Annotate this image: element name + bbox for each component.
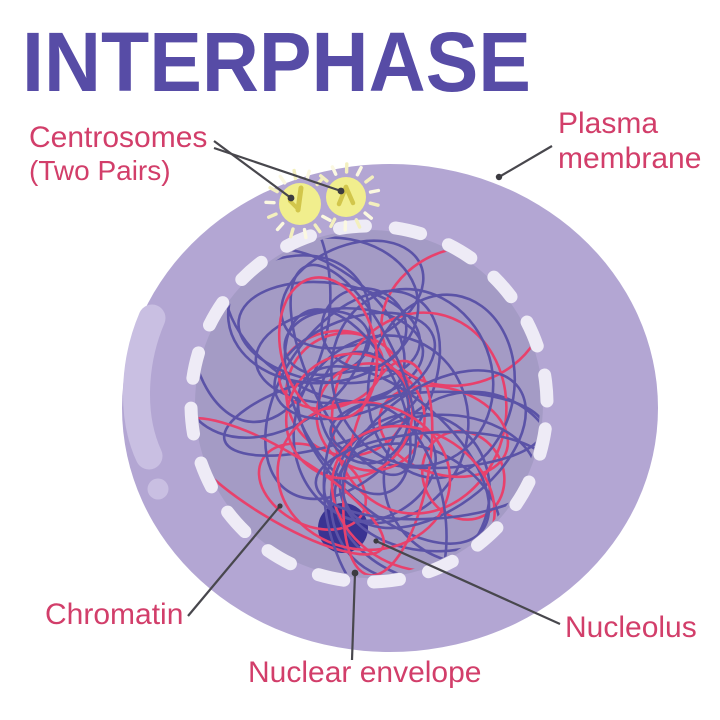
centrosome-ray bbox=[313, 223, 322, 234]
label-nucleolus: Nucleolus bbox=[565, 611, 697, 644]
label-centrosomes: Centrosomes (Two Pairs) bbox=[29, 121, 207, 187]
leader-line-plasma-membrane bbox=[498, 145, 553, 178]
centriole-left-bar2 bbox=[288, 199, 299, 210]
page-title: INTERPHASE bbox=[22, 15, 531, 109]
centrosome-ray bbox=[363, 211, 373, 220]
centrosome-ray bbox=[330, 165, 338, 176]
centrosome-ray bbox=[278, 174, 287, 185]
centrosome-ray bbox=[368, 201, 380, 207]
nuclear-envelope bbox=[184, 219, 554, 589]
centrosome-ray bbox=[368, 188, 381, 194]
leader-line-nucleolus bbox=[375, 539, 561, 626]
centrosome-ray bbox=[321, 214, 332, 223]
chromatin-strand bbox=[284, 352, 414, 480]
centrosome-rays bbox=[264, 162, 381, 240]
leader-line-centrosome-left bbox=[213, 140, 292, 199]
chromatin-strand bbox=[378, 384, 510, 479]
label-centrosomes-line1: Centrosomes bbox=[29, 121, 208, 154]
centrosome-ray bbox=[355, 165, 363, 177]
chromatin-strands bbox=[198, 233, 540, 575]
leader-line-centrosome-right bbox=[213, 146, 342, 193]
leader-line-nuclear-envelope bbox=[350, 572, 357, 661]
centrosome-ray bbox=[268, 185, 279, 194]
chromatin-strand bbox=[380, 245, 540, 388]
chromatin-strand bbox=[366, 293, 517, 480]
chromatin-strand bbox=[276, 400, 452, 552]
label-plasma-line1: Plasma bbox=[558, 107, 659, 140]
centrosome-ray bbox=[275, 221, 285, 232]
centrosome-ray bbox=[354, 218, 362, 229]
centriole-left-bar1 bbox=[295, 185, 304, 213]
chromatin-strand bbox=[330, 287, 495, 468]
chromatin-strand bbox=[289, 263, 418, 477]
centrosome-ray bbox=[302, 227, 308, 240]
centrosome-ray bbox=[289, 227, 295, 239]
leader-dot-plasma-membrane bbox=[495, 173, 503, 181]
centrosome-right bbox=[326, 177, 366, 217]
label-plasma-membrane: Plasma membrane bbox=[558, 106, 701, 176]
label-chromatin: Chromatin bbox=[45, 598, 184, 631]
centrosome-ray bbox=[305, 169, 311, 181]
chromatin-strand bbox=[420, 429, 506, 521]
centrosome-ray bbox=[319, 174, 329, 183]
leader-dot-centrosome-right bbox=[337, 187, 345, 195]
chromatin-strand bbox=[277, 276, 379, 421]
leader-dot-nuclear-envelope bbox=[351, 569, 359, 577]
chromatin-strand bbox=[273, 311, 437, 421]
label-centrosomes-line2: (Two Pairs) bbox=[29, 155, 171, 186]
chromatin-strand bbox=[320, 286, 408, 370]
chromatin-strand bbox=[329, 390, 540, 470]
centrosome-ray bbox=[329, 217, 337, 229]
cell-highlight-arc bbox=[123, 304, 166, 470]
centrosome-ray bbox=[267, 212, 278, 219]
chromatin-strand bbox=[314, 430, 540, 521]
label-plasma-line2: membrane bbox=[558, 142, 702, 175]
cell-highlight-dot bbox=[147, 478, 169, 500]
leader-line-chromatin bbox=[187, 505, 281, 617]
leader-dot-centrosome-left bbox=[287, 194, 295, 202]
centriole-right-bar2 bbox=[343, 184, 356, 206]
label-nuclear-envelope: Nuclear envelope bbox=[248, 656, 482, 689]
leader-dot-chromatin bbox=[277, 503, 283, 509]
leader-dot-nucleolus bbox=[373, 538, 379, 544]
centrosome-ray bbox=[364, 175, 374, 184]
